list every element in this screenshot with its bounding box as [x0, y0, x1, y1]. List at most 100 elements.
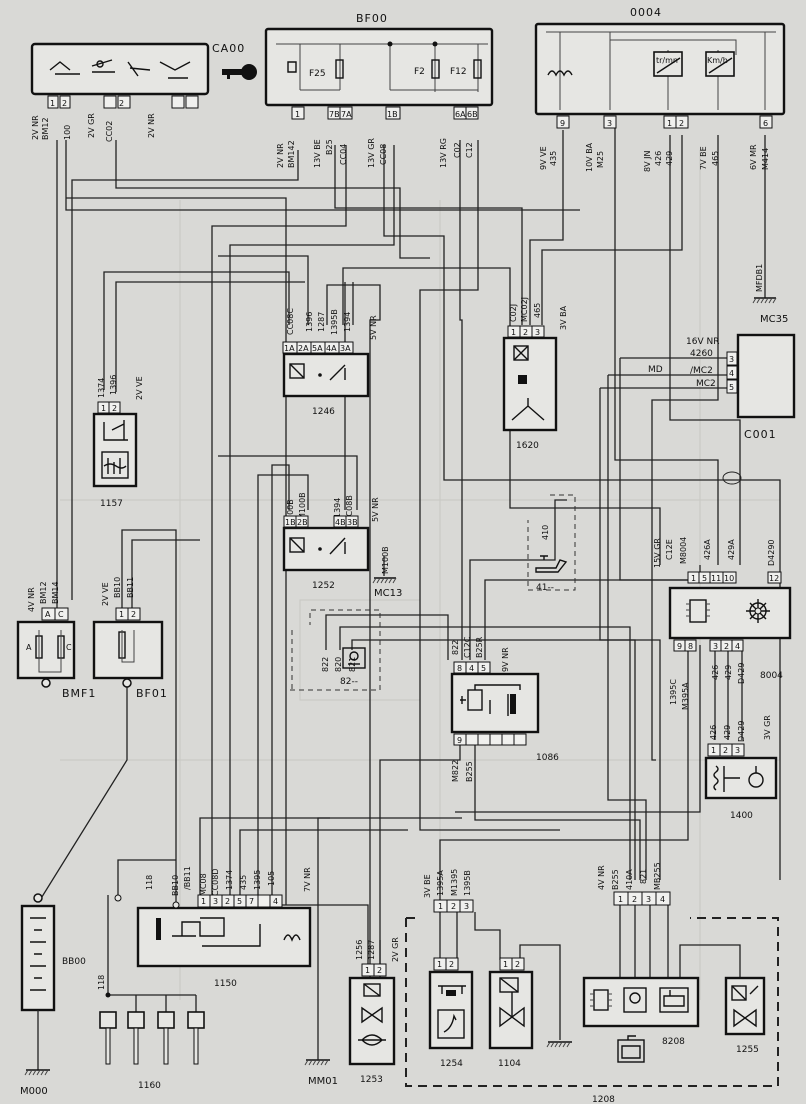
ca00-pin: 2	[62, 99, 67, 108]
component-8208: 8208	[582, 976, 700, 1063]
relay-icon	[460, 684, 521, 716]
component-1208: 1208 3V BE 1395A M1395 1395B 1 2 3 4V NR…	[405, 862, 779, 1104]
wire-label: M100B	[381, 546, 390, 574]
wire-label: 2V NR	[31, 115, 40, 140]
c1246-wire-labels: CC08C 1396 1287 1395B 1394 5V NR	[286, 308, 378, 340]
component-1150: 118 BB10 /BB11 MC08 CC08D 1374 435 1395 …	[114, 866, 312, 989]
bmf1-label: BMF1	[62, 687, 96, 700]
wire-label: 435	[549, 151, 558, 166]
c1246-pin: 5A	[312, 344, 323, 353]
c1157-pin: 2	[112, 404, 117, 413]
bf00-pin: 7B	[329, 110, 340, 119]
wire-label: B25	[325, 139, 334, 155]
wire-label: 100B	[286, 499, 295, 520]
ignition-key-icon	[222, 64, 257, 80]
wire-label: BM12	[41, 117, 50, 140]
wire-label: 410A	[625, 869, 634, 890]
motor-icon	[617, 1035, 645, 1063]
wire-label: 1396	[109, 375, 118, 395]
wire-label: MB255	[653, 862, 662, 890]
fuse-pair-icon	[35, 630, 65, 673]
component-41: 410 41--	[527, 494, 576, 593]
wire-label: 4260	[690, 349, 713, 359]
ground-label: M000	[20, 1086, 48, 1097]
c1400-pin: 1	[711, 746, 716, 755]
relay-icon	[289, 537, 346, 555]
wire-label: 13V BE	[313, 139, 322, 168]
ground-label: MFDB1	[755, 264, 764, 292]
fuse-label: F2	[414, 67, 425, 77]
c1400-label: 1400	[730, 811, 753, 821]
wire-label: D429	[737, 721, 746, 742]
c1400-pin: 3	[735, 746, 740, 755]
component-1620: C02J MC02J 465 3V BA 1 2 3 1620	[502, 297, 568, 451]
ground-label: MC35	[760, 314, 788, 325]
c1254-pin: 2	[449, 960, 454, 969]
wire-label: CC02	[105, 121, 114, 142]
c1208-wire-labels-2: 4V NR B255 410A 821 MB255	[597, 862, 662, 890]
rpm-gauge-label: tr/mn	[656, 56, 678, 65]
c1208-pin: 2	[451, 902, 456, 911]
c1208-pin: 3	[464, 902, 469, 911]
relay-icon	[289, 363, 346, 381]
c8004-bottom-wire-labels: 1395C M395A 426 429 D429	[669, 663, 746, 710]
wire-label: 8V JN	[643, 151, 652, 172]
wire-label: MC08	[199, 873, 208, 896]
wire-label: 426	[654, 151, 663, 166]
wire-label: 10V BA	[585, 142, 594, 172]
wire-label: 2V GR	[391, 937, 400, 962]
battery-icon	[30, 917, 46, 991]
wire-label: CC08C	[286, 308, 295, 335]
c1255-label: 1255	[736, 1045, 759, 1055]
bf00-pin: 6B	[467, 110, 478, 119]
bf00-wire-labels: 2V NR BM142 13V BE B25 CC04 13V GR CC08 …	[276, 138, 474, 168]
wire-label: BB10	[113, 577, 122, 598]
c1620-label: 1620	[516, 441, 539, 451]
glow-plug-icon	[99, 1011, 205, 1065]
wire-label: 16V NR	[686, 337, 719, 347]
c1400-pin: 2	[723, 746, 728, 755]
wire-label: 13V GR	[367, 138, 376, 168]
wire-label: BB11	[126, 577, 135, 598]
wire-label: 2V GR	[87, 113, 96, 138]
component-0004: 0004 tr/mn Km/h 9 3 1 2 6	[534, 6, 786, 129]
wire-label: 426	[709, 725, 718, 740]
wire-label: 426	[711, 665, 720, 680]
bf01-pin: 1	[119, 610, 124, 619]
wire-label: 1374	[225, 870, 234, 890]
fuse-icon	[118, 630, 135, 663]
bmf1-terminal-label: C	[66, 643, 72, 652]
c1252-pin: 4B	[335, 518, 346, 527]
wire-label: CC04	[339, 144, 348, 165]
c1620-pin: 1	[511, 328, 516, 337]
chip-icon	[686, 599, 710, 623]
component-1160: 118 1160	[97, 975, 205, 1091]
wire-label: 15V GR	[653, 538, 662, 568]
wire-label: MC2	[696, 379, 716, 389]
c8004-pin: 5	[702, 574, 707, 583]
c1150-wire-labels: 118 BB10 /BB11 MC08 CC08D 1374 435 1395 …	[145, 866, 312, 896]
component-1252: 100B M100B 1394 CC08B 5V NR 1B 2B 4B 3B …	[282, 492, 402, 599]
c1150-pin: 3	[213, 897, 218, 906]
component-bmf1: 4V NR BM12 BM14 A C A C BMF1	[16, 581, 96, 700]
fan-icon	[746, 599, 770, 623]
c1086-pin: 5	[481, 664, 486, 673]
c1246-pin: 2A	[298, 344, 309, 353]
wire-label: C12E	[665, 539, 674, 560]
c1104-pin: 2	[515, 960, 520, 969]
wire-label: 2V VE	[101, 582, 110, 606]
c8004-label: 8004	[760, 671, 783, 681]
bf01-pin: 2	[131, 610, 136, 619]
c1157-label: 1157	[100, 499, 123, 509]
component-bf01: 2V VE BB10 BB11 1 2 BF01	[92, 577, 167, 700]
c1086-label: 1086	[536, 753, 559, 763]
wire-label: 820	[334, 657, 343, 672]
c1620-pin: 2	[523, 328, 528, 337]
fuse-label: F25	[309, 69, 326, 79]
c1150-pin: 5	[237, 897, 242, 906]
wire-label: 822	[321, 657, 330, 672]
wire-label: 465	[533, 303, 542, 318]
wire-label: 1396	[305, 312, 314, 332]
bf00-pin: 7A	[341, 110, 352, 119]
